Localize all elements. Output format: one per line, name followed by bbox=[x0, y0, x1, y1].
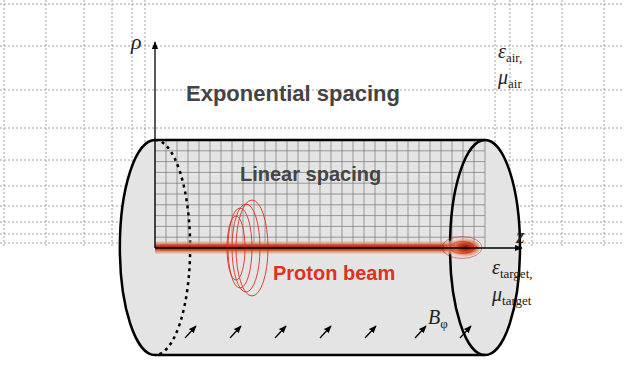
grid-line bbox=[441, 140, 442, 248]
grid-line bbox=[0, 46, 624, 47]
grid-line bbox=[474, 140, 475, 248]
material-symbol: μtarget bbox=[492, 283, 531, 308]
grid-line bbox=[4, 0, 5, 248]
grid-line bbox=[353, 140, 354, 248]
grid-line bbox=[365, 326, 376, 338]
grid-line bbox=[460, 326, 471, 338]
grid-line bbox=[265, 140, 266, 248]
grid-line bbox=[419, 140, 420, 248]
grid-line bbox=[276, 140, 277, 248]
field-label: Bφ bbox=[428, 306, 448, 331]
grid-line bbox=[188, 140, 189, 248]
material-symbol: μair bbox=[498, 66, 522, 91]
grid-line bbox=[177, 140, 178, 248]
grid-line bbox=[298, 140, 299, 248]
grid-line bbox=[230, 326, 241, 338]
grid-line bbox=[46, 0, 47, 248]
grid-line bbox=[342, 140, 343, 248]
beam-label: Proton beam bbox=[273, 262, 395, 284]
grid-line bbox=[232, 140, 233, 248]
grid-line bbox=[430, 140, 431, 248]
region-label: Linear spacing bbox=[240, 163, 381, 185]
grid-line bbox=[0, 4, 624, 5]
grid-line bbox=[320, 326, 331, 338]
grid-line bbox=[185, 326, 196, 338]
grid-line bbox=[604, 0, 605, 248]
grid-line bbox=[415, 326, 426, 338]
axis-label: z bbox=[516, 224, 525, 248]
grid-line bbox=[84, 0, 85, 248]
region-label: Exponential spacing bbox=[186, 82, 400, 106]
grid-line bbox=[112, 0, 113, 248]
grid-line bbox=[0, 128, 624, 129]
grid-line bbox=[386, 140, 387, 248]
grid-line bbox=[463, 140, 464, 248]
grid-line bbox=[309, 140, 310, 248]
axis-label: ρ bbox=[131, 30, 142, 54]
grid-line bbox=[408, 140, 409, 248]
material-symbol: εtarget, bbox=[492, 256, 533, 281]
grid-line bbox=[287, 140, 288, 248]
grid-line bbox=[397, 140, 398, 248]
grid-line bbox=[254, 140, 255, 248]
grid-line bbox=[375, 140, 376, 248]
grid-line bbox=[221, 140, 222, 248]
grid-line bbox=[452, 140, 453, 248]
grid-line bbox=[210, 140, 211, 248]
grid-line bbox=[166, 140, 167, 248]
material-symbol: εair, bbox=[498, 40, 522, 65]
grid-line bbox=[275, 326, 286, 338]
grid-line bbox=[320, 140, 321, 248]
grid-line bbox=[331, 140, 332, 248]
grid-line bbox=[485, 140, 486, 248]
grid-line bbox=[532, 0, 533, 248]
grid-line bbox=[199, 140, 200, 248]
grid-line bbox=[562, 0, 563, 248]
grid-line bbox=[364, 140, 365, 248]
